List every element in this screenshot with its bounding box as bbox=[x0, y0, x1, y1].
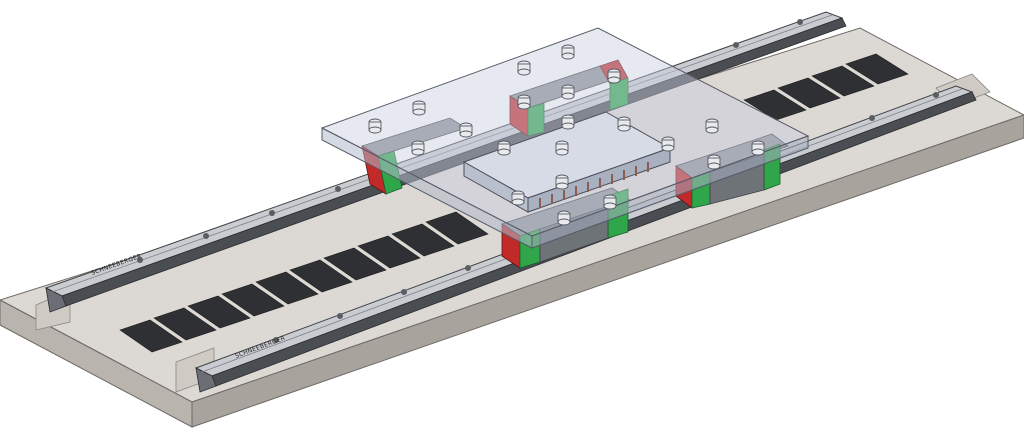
screw bbox=[459, 122, 473, 138]
screw bbox=[368, 118, 382, 134]
screw bbox=[517, 94, 531, 110]
screw bbox=[555, 174, 569, 190]
screw bbox=[617, 116, 631, 132]
screw bbox=[557, 210, 571, 226]
back-rail-bolt-holes bbox=[137, 19, 803, 263]
screw bbox=[511, 190, 525, 206]
screw bbox=[555, 140, 569, 156]
screw bbox=[412, 100, 426, 116]
screw bbox=[661, 136, 675, 152]
screw bbox=[497, 140, 511, 156]
screw bbox=[517, 60, 531, 76]
coil-fins bbox=[539, 162, 649, 208]
screw bbox=[607, 68, 621, 84]
mounting-screws bbox=[368, 44, 765, 226]
magnet-row-front bbox=[119, 211, 489, 353]
screw bbox=[705, 118, 719, 134]
magnet-row-back bbox=[743, 53, 909, 121]
screw bbox=[561, 44, 575, 60]
screw bbox=[561, 84, 575, 100]
front-rail-bolt-holes bbox=[273, 92, 939, 343]
screw bbox=[411, 140, 425, 156]
screw bbox=[603, 194, 617, 210]
screw bbox=[561, 114, 575, 130]
screw bbox=[707, 154, 721, 170]
screw bbox=[751, 140, 765, 156]
back-guide-rail: SCHNEEBERGER bbox=[44, 11, 847, 313]
coil-block bbox=[462, 111, 672, 213]
